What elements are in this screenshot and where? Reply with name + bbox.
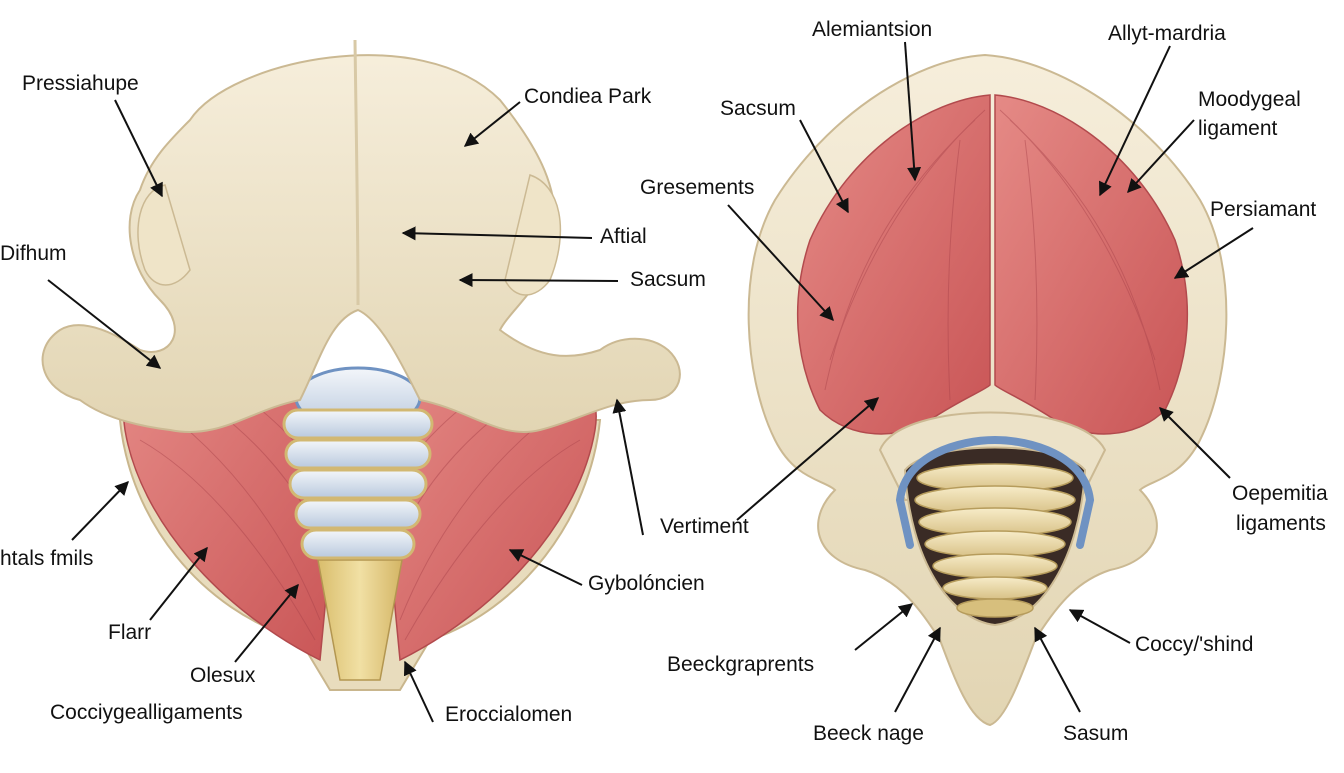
label-alemiantsion: Alemiantsion bbox=[812, 18, 933, 41]
label-oepemitia-ligaments: ligaments bbox=[1236, 512, 1326, 535]
label-moodygeal-ligament: ligament bbox=[1198, 117, 1278, 140]
label-htals-fmils: htals fmils bbox=[0, 547, 94, 570]
label-persiamant: Persiamant bbox=[1210, 198, 1317, 221]
label-aftial: Aftial bbox=[600, 225, 647, 248]
label-gybolcien: Gybolóncien bbox=[588, 572, 705, 595]
label-flarr: Flarr bbox=[108, 621, 152, 644]
left-disc-stack bbox=[282, 366, 434, 560]
label-gresements: Gresements bbox=[640, 176, 755, 199]
label-condiea-park: Condiea Park bbox=[524, 85, 652, 108]
label-beeck-nage: Beeck nage bbox=[813, 722, 924, 745]
left-figure bbox=[41, 39, 681, 691]
right-figure bbox=[747, 53, 1228, 727]
label-vertiment: Vertiment bbox=[660, 515, 749, 538]
label-coccygeal-ligaments: Coccіygealligaments bbox=[50, 701, 243, 724]
label-allyt-mardria: Allyt-mardria bbox=[1108, 22, 1226, 45]
leader-lines bbox=[47, 41, 1254, 723]
left-cord bbox=[317, 559, 403, 681]
label-coccy-shind: Coccy/'shind bbox=[1135, 633, 1254, 656]
label-eroccialomen: Eroccialomen bbox=[445, 703, 573, 726]
label-moodygeal: Moodygeal bbox=[1198, 88, 1301, 111]
right-muscle-right bbox=[994, 94, 1189, 435]
label-sasum: Sasum bbox=[1063, 722, 1129, 745]
right-muscle-left bbox=[796, 94, 991, 435]
right-blue-ring bbox=[896, 435, 1095, 549]
left-lobe-left bbox=[137, 184, 191, 286]
label-oepemitia: Oepemitia bbox=[1232, 482, 1328, 505]
right-ring-stack bbox=[914, 463, 1076, 618]
label-difhum: Difhum bbox=[0, 242, 67, 265]
label-pressiahupe: Pressiahupe bbox=[22, 72, 139, 95]
label-sacsum-left: Sacsum bbox=[630, 268, 706, 291]
label-olesux: Olesux bbox=[190, 664, 256, 687]
label-beeckgraprents: Beeckgraprents bbox=[667, 653, 815, 676]
label-sacsum-right: Sacsum bbox=[720, 97, 796, 120]
